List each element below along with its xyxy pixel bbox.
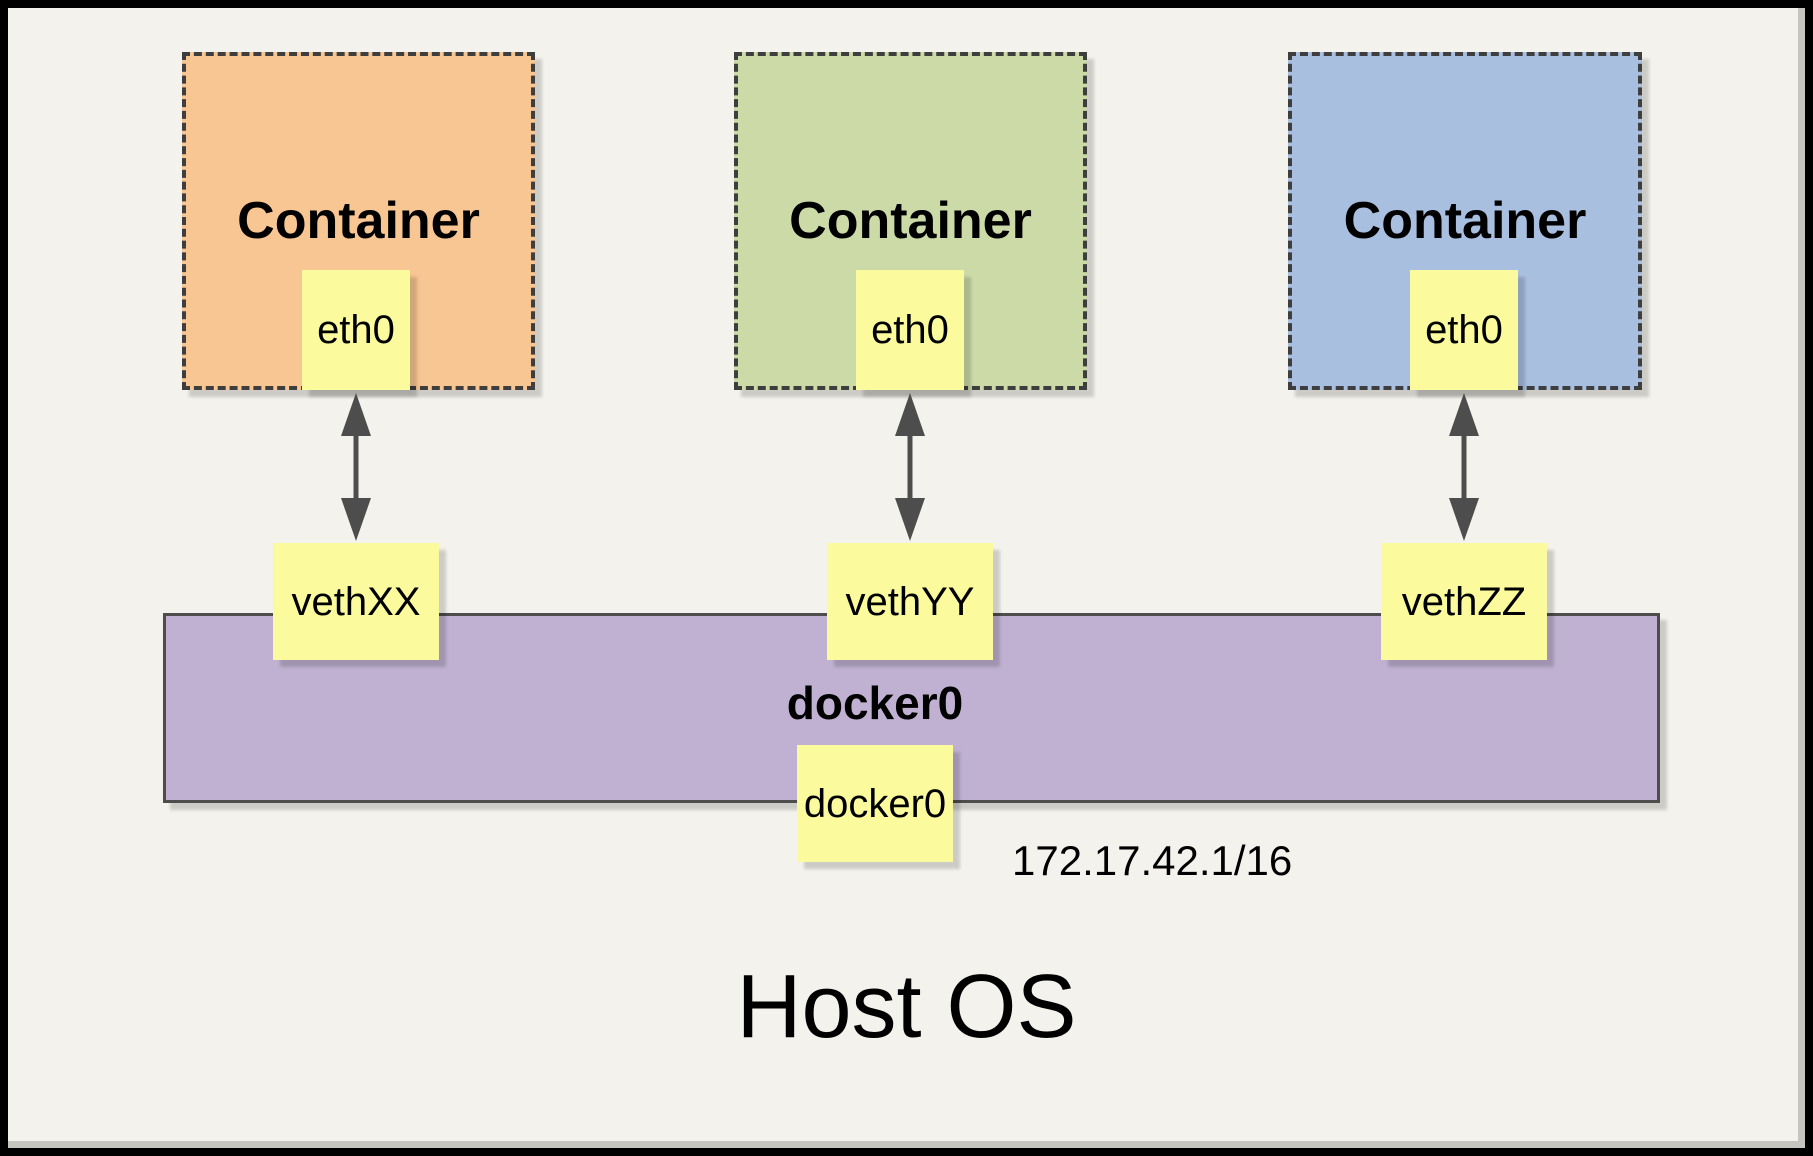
container-label: Container [237,192,480,250]
bridge-interface-chip: docker0 [797,745,953,862]
eth0-chip-1: eth0 [302,270,410,390]
container-label: Container [1343,192,1587,250]
veth-chip-1: vethXX [273,543,439,660]
host-os-label: Host OS [736,957,1077,1057]
bridge-label: docker0 [786,677,964,729]
eth0-chip-3: eth0 [1410,270,1518,390]
container-label: Container [789,192,1032,250]
connector-arrow-1 [341,393,371,541]
ip-address-label: 172.17.42.1/16 [1012,837,1293,884]
connector-arrow-3 [1449,393,1479,541]
eth0-chip-2: eth0 [856,270,964,390]
container-box-1: Container [182,52,535,390]
connector-arrow-2 [895,393,925,541]
veth-chip-2: vethYY [827,543,993,660]
veth-chip-3: vethZZ [1381,543,1547,660]
